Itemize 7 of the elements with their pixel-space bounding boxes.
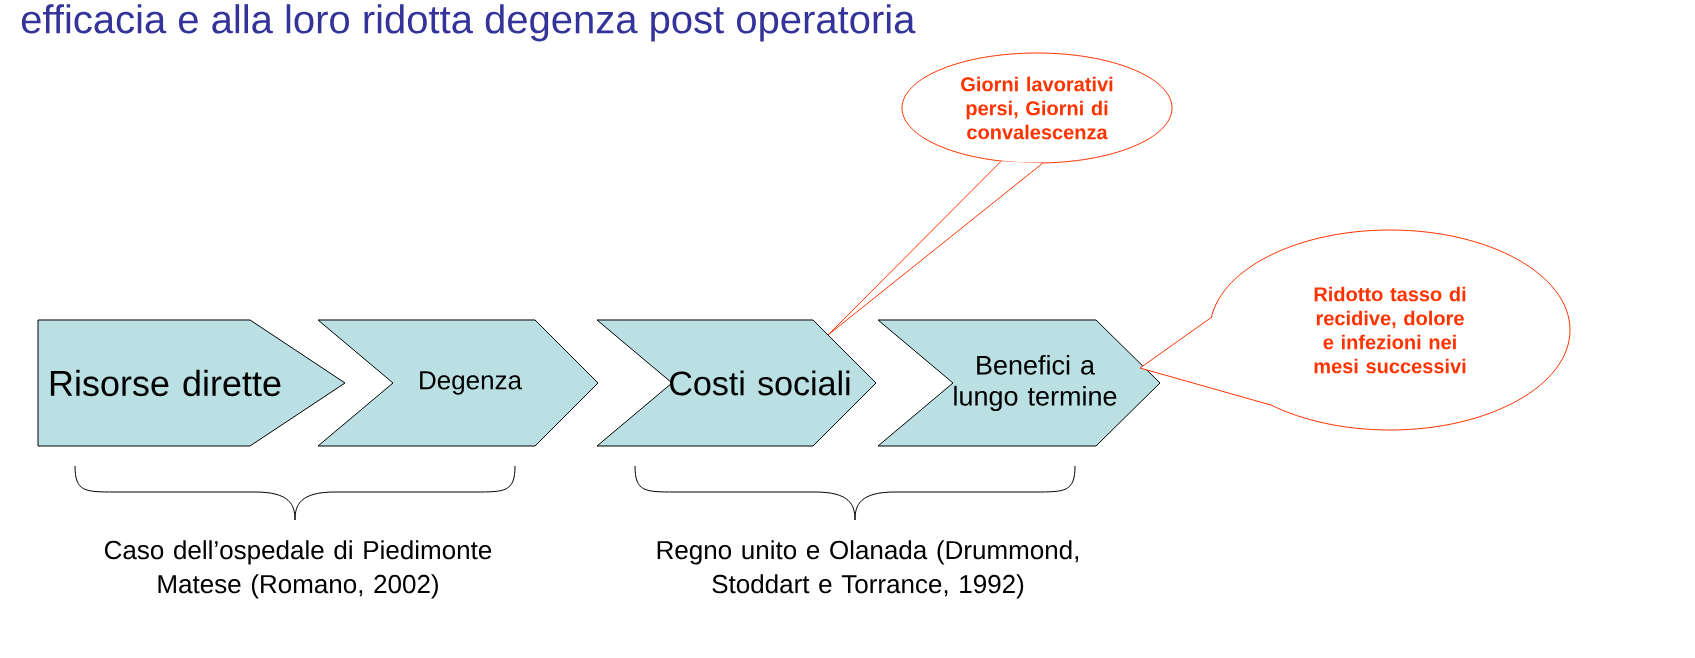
caption-text: Regno unito e Olanada (Drummond, Stoddart e Torrance, 1992) — [657, 540, 1079, 599]
callout-pointer — [827, 160, 1044, 336]
callout-bubble: Ridotto tasso di recidive, dolore e infezioni nei mesi successivi — [1209, 229, 1571, 431]
callout-bubble: Giorni lavorativi persi, Giorni di convalescenza — [901, 52, 1173, 164]
caption-text: Caso dell’ospedale di Piedimonte Matese (Romano, 2002) — [104, 540, 492, 599]
callout-pointer — [1139, 317, 1271, 406]
title: efficacia e alla loro ridotta degenza post operatoria — [21, 4, 916, 42]
